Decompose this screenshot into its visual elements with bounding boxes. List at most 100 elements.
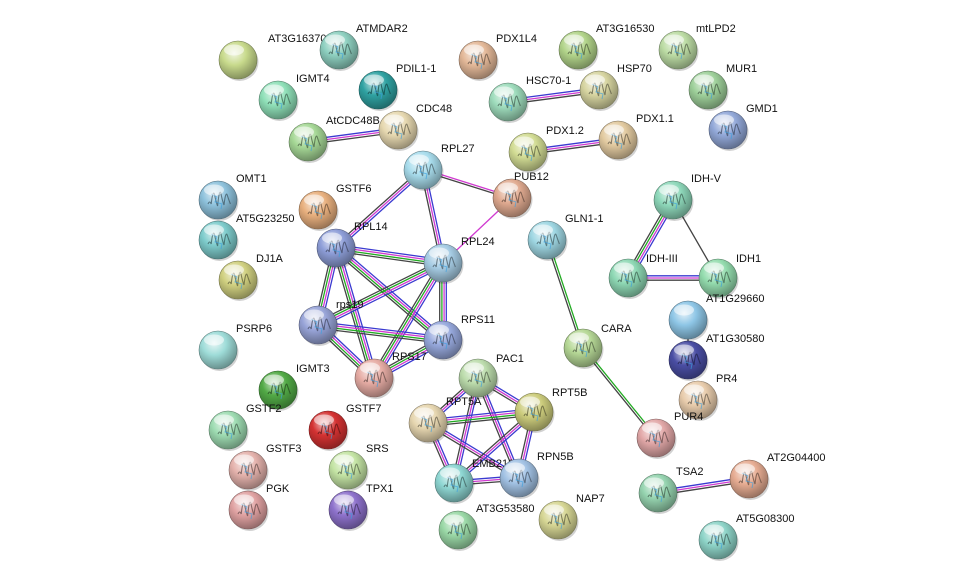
edge-channel <box>583 346 658 438</box>
node-pac1[interactable]: PAC1 <box>458 353 524 399</box>
node-highlight <box>414 407 434 419</box>
node-highlight <box>304 309 324 321</box>
node-label: mtLPD2 <box>696 23 736 35</box>
node-hsp70[interactable]: HSP70 <box>579 63 652 111</box>
protein-structure-icon <box>504 191 517 208</box>
node-idh-v[interactable]: IDH-V <box>653 173 722 221</box>
node-atmdar2[interactable]: ATMDAR2 <box>319 23 408 71</box>
node-rps11[interactable]: RPS11 <box>423 314 495 361</box>
node-label: AT5G08300 <box>736 513 795 525</box>
node-highlight <box>264 84 284 96</box>
node-hsc70-1[interactable]: HSC70-1 <box>488 75 571 123</box>
edge-channel <box>332 248 372 380</box>
node-highlight <box>214 414 234 426</box>
node-label: GLN1-1 <box>565 213 604 225</box>
edge-channel <box>581 348 656 440</box>
node-label: CDC48 <box>416 103 452 115</box>
node-emb2107[interactable]: EMB2107 <box>434 458 520 504</box>
node-highlight <box>464 44 484 56</box>
node-highlight <box>505 462 525 474</box>
node-at5g08300[interactable]: AT5G08300 <box>698 513 795 561</box>
node-label: PR4 <box>716 373 737 385</box>
edge-channel <box>374 262 445 380</box>
node-highlight <box>334 454 354 466</box>
node-rpt5b[interactable]: RPT5B <box>514 387 587 433</box>
node-tpx1[interactable]: TPX1 <box>328 483 394 531</box>
node-label: MUR1 <box>726 63 757 75</box>
node-rpl27[interactable]: RPL27 <box>403 143 475 191</box>
node-at3g16530[interactable]: AT3G16530 <box>558 23 655 71</box>
node-dj1a[interactable]: DJ1A <box>218 253 284 301</box>
node-rps19[interactable]: rps19 <box>298 299 364 346</box>
node-label: IGMT3 <box>296 363 330 375</box>
node-label: PDX1.2 <box>546 125 584 137</box>
node-psrp6[interactable]: PSRP6 <box>198 323 272 371</box>
protein-structure-icon <box>741 472 754 489</box>
node-atcdc48b[interactable]: AtCDC48B <box>288 115 380 163</box>
node-highlight <box>204 334 224 346</box>
node-highlight <box>234 454 254 466</box>
node-label: RPT5B <box>552 387 587 399</box>
edge-channel <box>334 247 374 379</box>
protein-structure-icon <box>210 193 223 210</box>
node-at1g30580[interactable]: AT1G30580 <box>668 333 765 381</box>
node-igmt3[interactable]: IGMT3 <box>258 363 330 411</box>
node-nap7[interactable]: NAP7 <box>538 493 605 541</box>
node-label: SRS <box>366 443 389 455</box>
edge-rpl24-rps19 <box>315 259 446 329</box>
node-label: RPS11 <box>461 314 495 326</box>
node-at5g23250[interactable]: AT5G23250 <box>198 213 295 261</box>
node-rpt5a[interactable]: RPT5A <box>408 396 482 444</box>
node-rpl14[interactable]: RPL14 <box>316 221 388 269</box>
node-pdx1-2[interactable]: PDX1.2 <box>508 125 584 173</box>
node-pub12[interactable]: PUB12 <box>492 171 549 219</box>
node-highlight <box>429 324 449 336</box>
node-gmd1[interactable]: GMD1 <box>708 103 778 151</box>
node-at3g53580[interactable]: AT3G53580 <box>438 503 535 551</box>
node-mtlpd2[interactable]: mtLPD2 <box>658 23 736 71</box>
node-at2g04400[interactable]: AT2G04400 <box>729 452 826 500</box>
node-highlight <box>569 332 589 344</box>
node-cdc48[interactable]: CDC48 <box>378 103 452 151</box>
node-gstf2[interactable]: GSTF2 <box>208 403 281 451</box>
edge-channel <box>316 261 444 325</box>
node-pgk[interactable]: PGK <box>228 483 290 531</box>
node-rpn5b[interactable]: RPN5B <box>499 451 574 499</box>
node-cara[interactable]: CARA <box>563 323 632 369</box>
node-rps17[interactable]: RPS17 <box>354 351 427 399</box>
node-pdil1-1[interactable]: PDIL1-1 <box>358 63 436 111</box>
node-srs[interactable]: SRS <box>328 443 389 491</box>
edge-rps19-rps11 <box>316 321 445 344</box>
node-at3g16370[interactable]: AT3G16370 <box>218 33 327 81</box>
node-highlight <box>659 184 679 196</box>
protein-structure-icon <box>270 383 283 400</box>
node-gstf3[interactable]: GSTF3 <box>228 443 301 491</box>
node-highlight <box>360 362 380 374</box>
node-highlight <box>585 74 605 86</box>
node-igmt4[interactable]: IGMT4 <box>258 73 330 121</box>
node-pdx1-1[interactable]: PDX1.1 <box>598 113 674 161</box>
edge-channel <box>336 170 426 251</box>
node-highlight <box>464 362 484 374</box>
edge-channel <box>317 323 444 340</box>
node-label: OMT1 <box>236 173 267 185</box>
node-label: AT1G29660 <box>706 293 765 305</box>
node-rpl24[interactable]: RPL24 <box>423 236 495 284</box>
node-at1g29660[interactable]: AT1G29660 <box>668 293 765 341</box>
protein-structure-icon <box>331 43 344 60</box>
protein-structure-icon <box>240 503 253 520</box>
node-gstf6[interactable]: GSTF6 <box>298 183 371 231</box>
node-pr4[interactable]: PR4 <box>678 373 737 421</box>
node-omt1[interactable]: OMT1 <box>198 173 267 221</box>
node-gstf7[interactable]: GSTF7 <box>308 403 381 451</box>
node-label: PDIL1-1 <box>396 63 436 75</box>
node-mur1[interactable]: MUR1 <box>688 63 757 111</box>
node-pdx1l4[interactable]: PDX1L4 <box>458 33 537 81</box>
node-tsa2[interactable]: TSA2 <box>638 466 704 514</box>
node-idh1[interactable]: IDH1 <box>698 253 761 299</box>
node-pur4[interactable]: PUR4 <box>636 411 703 459</box>
node-idh-iii[interactable]: IDH-III <box>608 253 678 299</box>
node-label: AT3G16530 <box>596 23 655 35</box>
node-gln1-1[interactable]: GLN1-1 <box>527 213 604 261</box>
